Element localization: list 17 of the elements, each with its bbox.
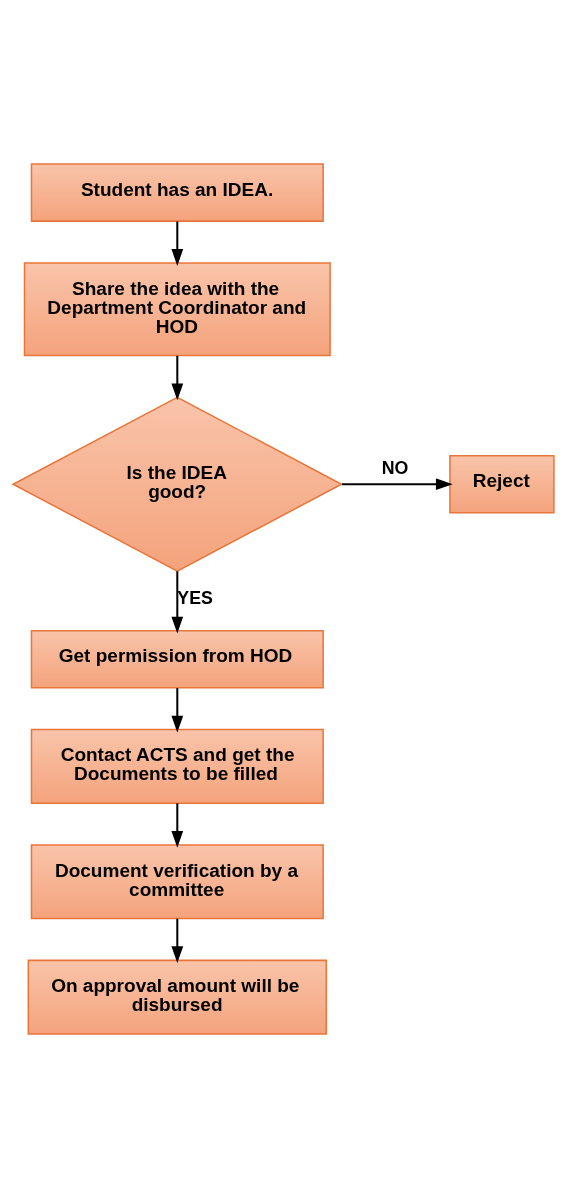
node-box: Contact ACTS and get the Documents to be filled	[30, 728, 324, 804]
arrow	[342, 478, 453, 491]
arrow	[171, 688, 184, 733]
arrow	[171, 221, 184, 266]
node-diamond: Is the IDEA good?	[11, 396, 344, 572]
edge-label: YES	[177, 588, 213, 609]
arrow	[171, 571, 184, 634]
node-box: Get permission from HOD	[30, 629, 324, 689]
node-box: Student has an IDEA.	[30, 163, 324, 222]
arrow	[171, 355, 184, 401]
edge-label: NO	[381, 458, 409, 479]
node-box: Reject	[449, 454, 555, 514]
node-box: On approval amount will be disbursed	[27, 959, 328, 1035]
arrow	[171, 803, 184, 848]
arrow	[171, 918, 184, 964]
node-box: Document verification by a committee	[30, 844, 324, 920]
node-box: Share the idea with the Department Coordinator and HOD	[23, 262, 331, 357]
